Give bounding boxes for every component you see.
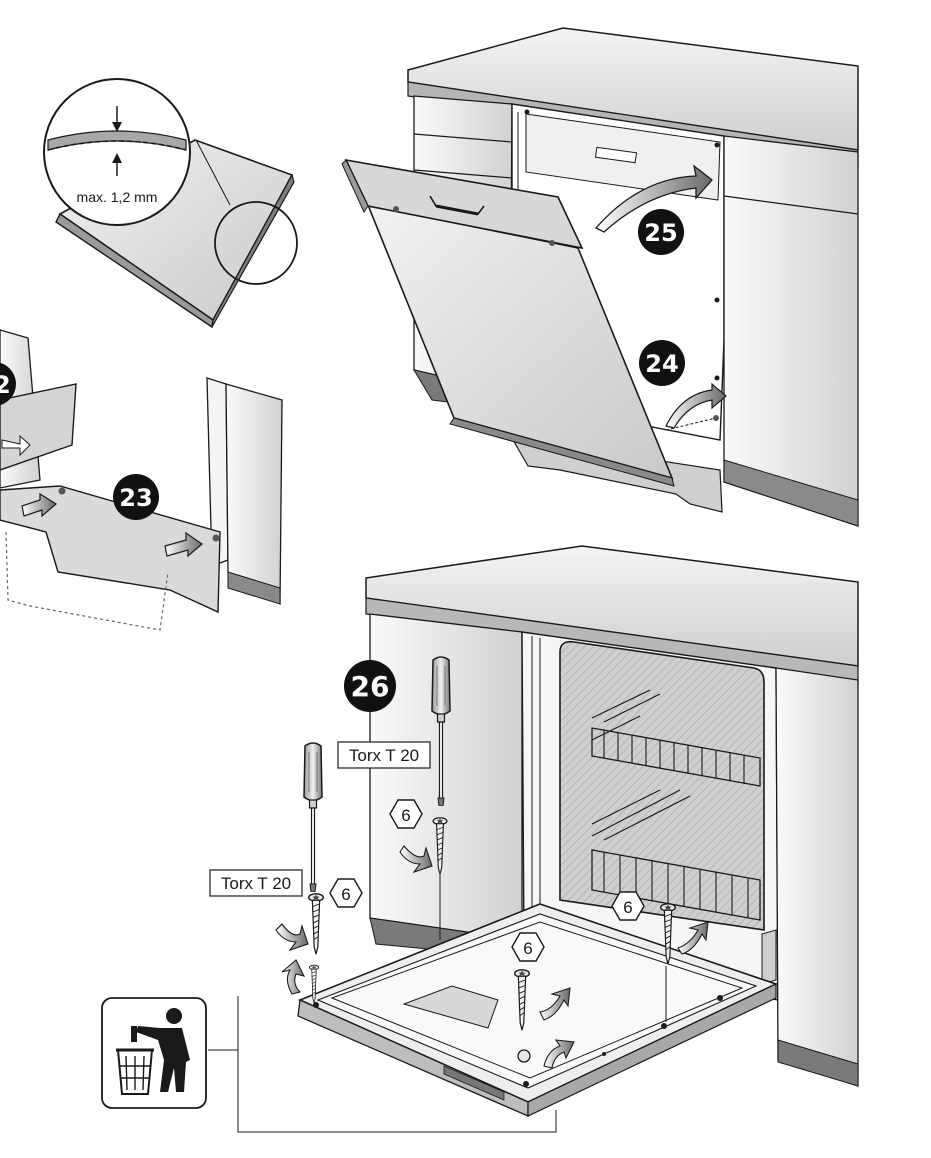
arrow-push-icon [164,531,203,558]
svg-text:23: 23 [119,484,152,512]
svg-text:25: 25 [644,219,677,247]
svg-text:26: 26 [351,670,390,703]
svg-text:Torx T 20: Torx T 20 [221,874,291,893]
arrow-curved-icon [677,921,709,955]
arrow-right-icon [1,434,31,457]
svg-text:Torx T 20: Torx T 20 [349,746,419,765]
step-26-scene [208,545,859,1133]
arrow-curved-icon [275,923,309,952]
screw-count-hex: 6 [511,932,545,962]
svg-text:6: 6 [401,806,410,825]
arrow-curved-icon [594,164,713,233]
svg-text:6: 6 [623,898,632,917]
svg-text:24: 24 [645,350,678,378]
arrow-curved-icon [543,1039,575,1069]
screw-icon [307,893,325,955]
screwdriver-icon [303,742,323,892]
svg-text:22: 22 [0,371,11,399]
arrow-down-icon [112,122,122,132]
arrow-curved-icon [281,959,306,995]
zoom-circle-small [214,201,298,285]
arrow-up-icon [112,153,122,163]
step-26-badge: 26 [344,660,396,712]
gap-label: max. 1,2 mm [77,189,158,205]
arrow-push-icon [21,492,58,518]
step-23-scene [0,329,283,631]
screw-count-hex: 6 [611,891,645,921]
step-24-25-scene [341,27,859,527]
tool-label-lower: Torx T 20 [209,869,303,897]
step-23-badge: 23 [113,474,159,520]
arrow-curved-icon [539,987,571,1021]
step-22-badge: 22 [0,362,16,406]
svg-text:6: 6 [341,885,350,904]
svg-text:6: 6 [523,939,532,958]
arrow-curved-icon [399,845,433,874]
magnifier-callout: max. 1,2 mm [43,78,191,226]
screw-count-hex: 6 [329,878,363,908]
arrow-curved-icon [665,382,727,429]
step-25-badge: 25 [638,209,684,255]
screw-count-hex: 6 [389,799,423,829]
step-24-badge: 24 [639,340,685,386]
tool-label-upper: Torx T 20 [337,741,431,769]
trash-disposal-icon [101,997,207,1109]
